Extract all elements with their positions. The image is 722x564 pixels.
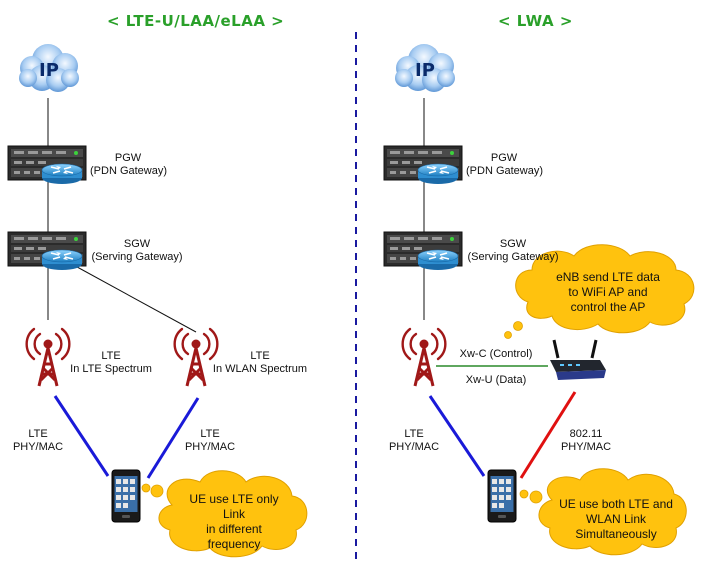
right-bubble-line1: UE use both LTE and: [559, 497, 673, 511]
wifi-ap-icon: [550, 339, 606, 380]
left-ue-bubble-text: UE use LTE only Link in different freque…: [178, 492, 290, 552]
left-tower1-icon: [25, 327, 71, 388]
right-pgw-label: PGW (PDN Gateway): [466, 152, 544, 178]
right-thought-bubble: [504, 244, 695, 339]
left-bubble-line1: UE use LTE only Link: [189, 492, 279, 521]
right-sgw-label: SGW (Serving Gateway): [466, 238, 560, 264]
left-link2-label: LTE PHY/MAC: [180, 428, 240, 454]
right-thought-line1: eNB send LTE data: [556, 270, 660, 284]
left-tower1-label: LTE In LTE Spectrum: [66, 350, 156, 376]
left-tower2-label: LTE In WLAN Spectrum: [212, 350, 308, 376]
right-ue-bubble-text: UE use both LTE and WLAN Link Simultaneo…: [554, 497, 678, 542]
left-title: < LTE-U/LAA/eLAA >: [107, 12, 285, 30]
right-pgw-desc: (PDN Gateway): [466, 165, 544, 177]
left-phone-icon: [111, 469, 141, 523]
left-tower2-icon: [173, 327, 219, 388]
left-link1-label: LTE PHY/MAC: [8, 428, 68, 454]
right-lte-link-layer: PHY/MAC: [388, 441, 440, 453]
left-pgw-desc: (PDN Gateway): [90, 165, 168, 177]
left-tower1-tech: LTE: [101, 350, 121, 362]
left-link2-tech: LTE: [200, 428, 220, 440]
left-pgw-name: PGW: [114, 152, 142, 164]
left-bubble-line2: in different: [206, 522, 262, 536]
right-wifi-link: [519, 391, 577, 479]
right-thought-line3: control the AP: [570, 300, 646, 314]
left-sgw-label: SGW (Serving Gateway): [90, 238, 184, 264]
left-tower2-tech: LTE: [250, 350, 270, 362]
left-lte-link-1: [53, 395, 110, 477]
right-bubble-line3: Simultaneously: [575, 527, 657, 541]
left-sgw-name: SGW: [123, 238, 151, 250]
right-tower-icon: [401, 327, 447, 388]
left-link1-layer: PHY/MAC: [12, 441, 64, 453]
left-pgw-router-icon: [41, 163, 83, 185]
right-pgw-name: PGW: [490, 152, 518, 164]
right-wifi-link-tech: 802.11: [569, 428, 603, 440]
right-lte-link: [428, 395, 486, 477]
right-thought-bubble-text: eNB send LTE data to WiFi AP and control…: [546, 270, 670, 315]
right-lte-link-label: LTE PHY/MAC: [384, 428, 444, 454]
right-lte-link-tech: LTE: [404, 428, 424, 440]
right-sgw-name: SGW: [499, 238, 527, 250]
right-bubble-line2: WLAN Link: [585, 512, 647, 526]
left-sgw-desc: (Serving Gateway): [91, 251, 183, 263]
left-lte-link-2: [146, 397, 200, 479]
right-sgw-router-icon: [417, 249, 459, 271]
right-wifi-link-label: 802.11 PHY/MAC: [556, 428, 616, 454]
left-link2-layer: PHY/MAC: [184, 441, 236, 453]
left-sgw-router-icon: [41, 249, 83, 271]
left-tower1-spectrum: In LTE Spectrum: [70, 363, 152, 375]
right-pgw-router-icon: [417, 163, 459, 185]
right-xwc-label: Xw-C (Control): [459, 348, 533, 360]
right-phone-icon: [487, 469, 517, 523]
left-link1-tech: LTE: [28, 428, 48, 440]
right-ip-label: IP: [415, 60, 435, 81]
left-tower2-spectrum: In WLAN Spectrum: [212, 363, 308, 375]
right-ue-bubble: [519, 468, 687, 556]
left-bubble-line3: frequency: [207, 537, 261, 551]
right-xwu-label: Xw-U (Data): [465, 374, 527, 386]
right-title: < LWA >: [498, 12, 573, 30]
right-wifi-link-layer: PHY/MAC: [560, 441, 612, 453]
left-ip-label: IP: [39, 60, 59, 81]
left-pgw-label: PGW (PDN Gateway): [90, 152, 168, 178]
right-sgw-desc: (Serving Gateway): [467, 251, 559, 263]
left-ue-bubble: [141, 470, 308, 558]
left-sgw-tower2-link: [67, 261, 197, 333]
right-thought-line2: to WiFi AP and: [568, 285, 648, 299]
